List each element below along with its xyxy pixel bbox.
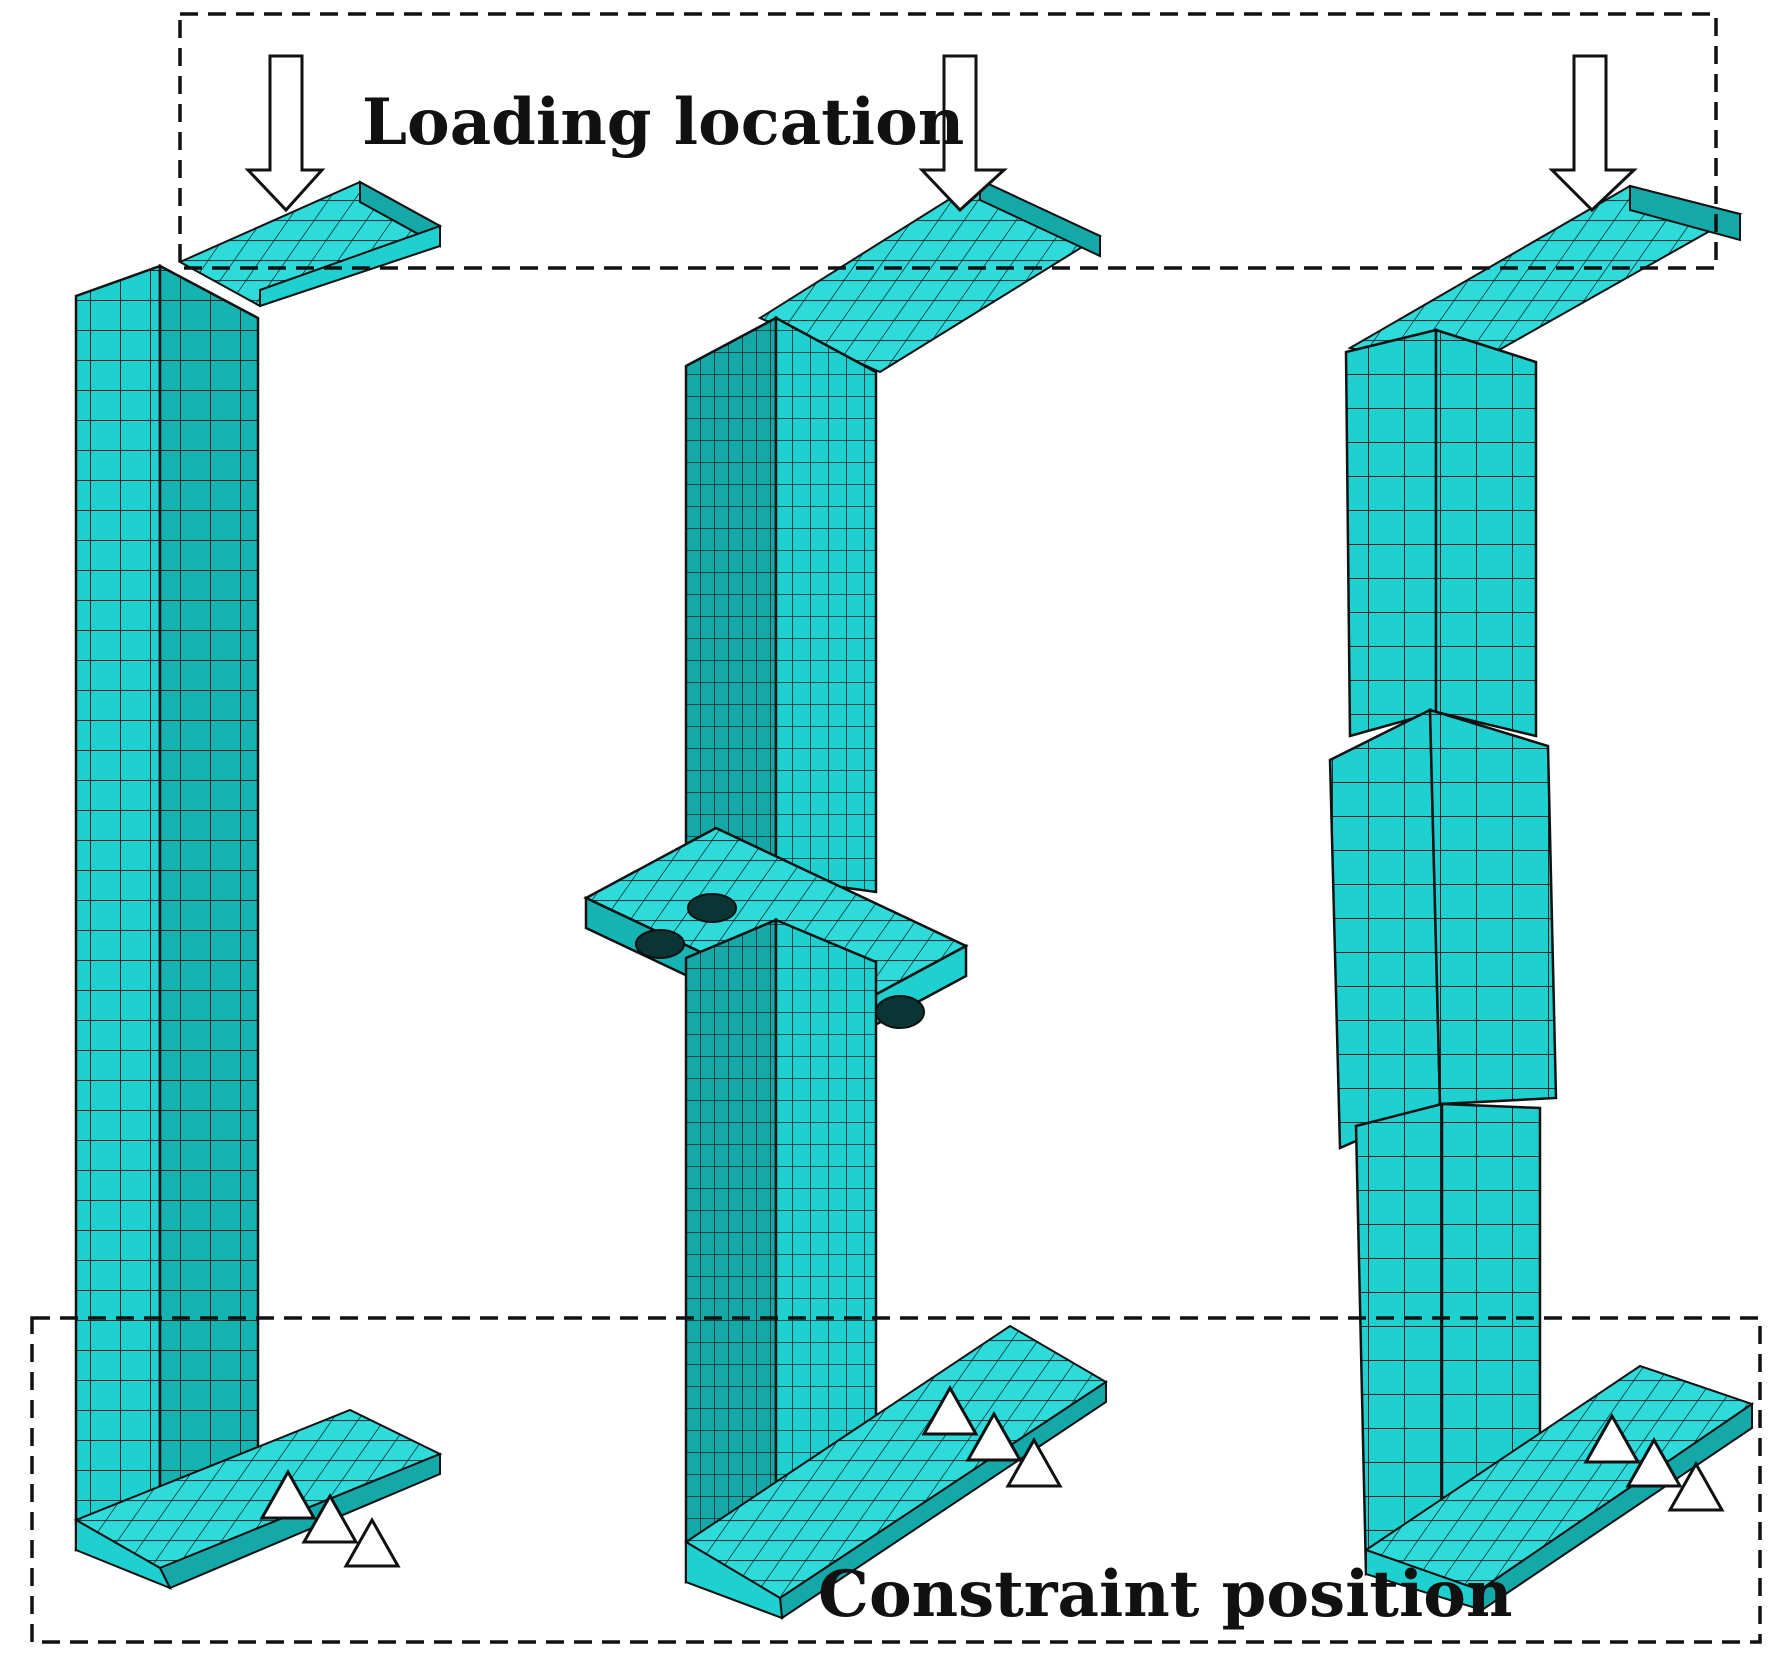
triangle-support-icon	[301, 1492, 359, 1544]
specimen-sleeve-joint-column	[1328, 184, 1755, 1612]
column-side-face	[158, 263, 260, 1522]
upper-column-front	[684, 315, 778, 922]
triangle-support-icon	[343, 1516, 401, 1568]
loading-region-box	[178, 12, 1718, 270]
column-front-face	[74, 264, 162, 1552]
upper-column-front	[1344, 328, 1438, 738]
loading-location-label: Loading location	[362, 85, 964, 160]
specimen-bolted-flange-column	[583, 178, 1108, 1620]
sleeve-front	[1328, 708, 1442, 1150]
bolt-hole	[875, 995, 925, 1029]
triangle-support-icon	[1583, 1412, 1641, 1464]
triangle-support-icon	[1625, 1436, 1683, 1488]
triangle-support-icon	[259, 1468, 317, 1520]
triangle-support-icon	[921, 1384, 979, 1436]
down-arrow-icon	[918, 54, 1008, 213]
triangle-support-icon	[1005, 1436, 1063, 1488]
lower-column-front	[1354, 1102, 1444, 1576]
support-markers	[259, 1384, 1725, 1568]
bolt-hole	[635, 929, 685, 959]
triangle-support-icon	[965, 1410, 1023, 1462]
lower-column-front	[684, 918, 778, 1584]
specimen-plain-column	[73, 180, 443, 1590]
bolt-hole	[687, 893, 737, 923]
constraint-position-label: Constraint position	[818, 1557, 1513, 1632]
triangle-support-icon	[1667, 1460, 1725, 1512]
upper-column-side	[1434, 328, 1538, 738]
upper-column-side	[774, 315, 878, 894]
sleeve-side	[1428, 708, 1558, 1106]
down-arrow-icon	[1548, 54, 1638, 213]
constraint-region-box	[30, 1316, 1762, 1644]
load-arrows	[244, 54, 1638, 213]
down-arrow-icon	[244, 54, 326, 213]
